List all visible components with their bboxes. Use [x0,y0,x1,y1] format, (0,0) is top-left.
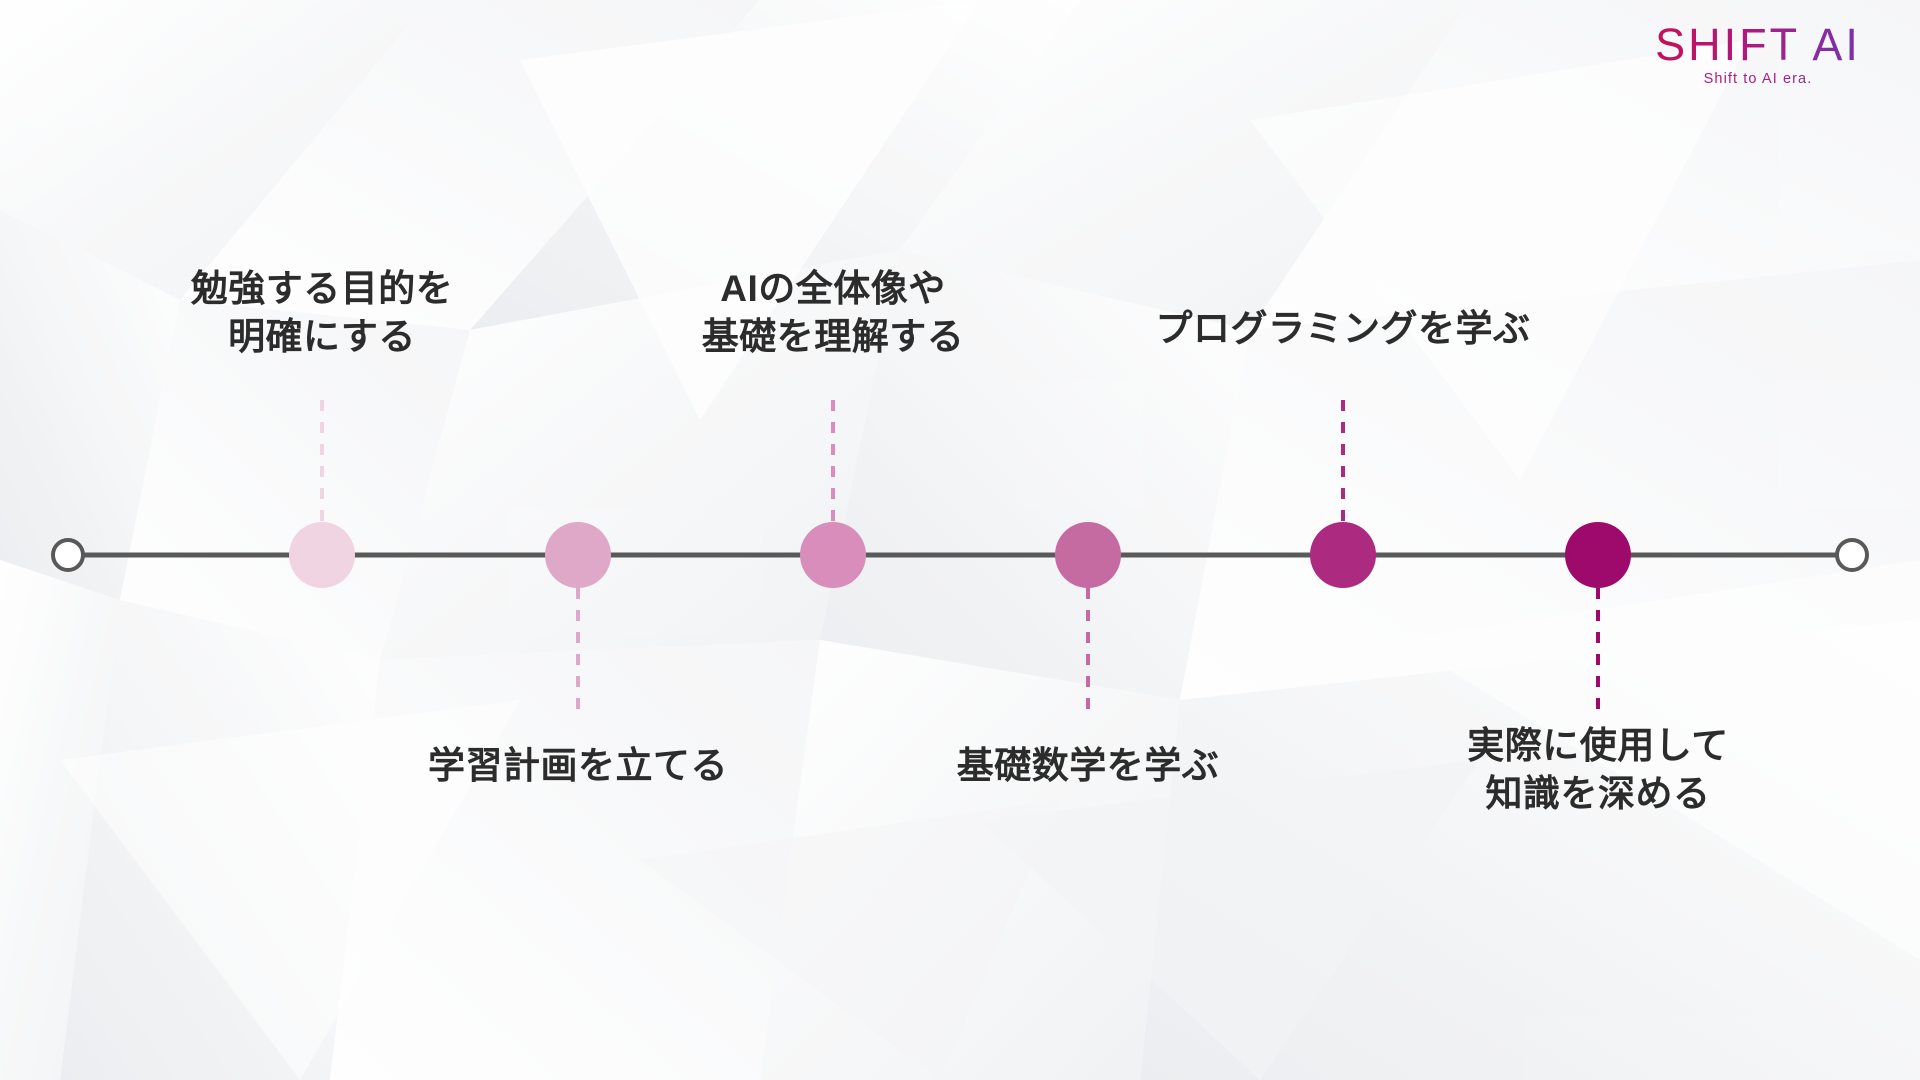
timeline-step-label-3: AIの全体像や 基礎を理解する [701,268,965,358]
timeline-step-label-2: 学習計画を立てる [428,745,728,786]
brand-logo: SHIFT AI Shift to AI era. [1638,22,1878,87]
timeline-node-5[interactable] [1310,522,1376,588]
timeline-node-2[interactable] [545,522,611,588]
logo-wordmark: SHIFT AI [1638,22,1878,67]
logo-tagline: Shift to AI era. [1638,72,1878,87]
timeline-end-endpoint [1835,538,1869,572]
timeline-step-label-6: 実際に使用して 知識を深める [1467,725,1729,815]
timeline-node-3[interactable] [800,522,866,588]
timeline-node-6[interactable] [1565,522,1631,588]
timeline-start-endpoint [51,538,85,572]
timeline-step-label-5: プログラミングを学ぶ [1155,308,1531,349]
timeline-step-label-1: 勉強する目的を 明確にする [190,268,454,358]
timeline-node-4[interactable] [1055,522,1121,588]
timeline-step-label-4: 基礎数学を学ぶ [956,745,1220,786]
timeline-nodes-group [289,522,1631,588]
timeline-axis-group [51,538,1869,572]
timeline-node-1[interactable] [289,522,355,588]
